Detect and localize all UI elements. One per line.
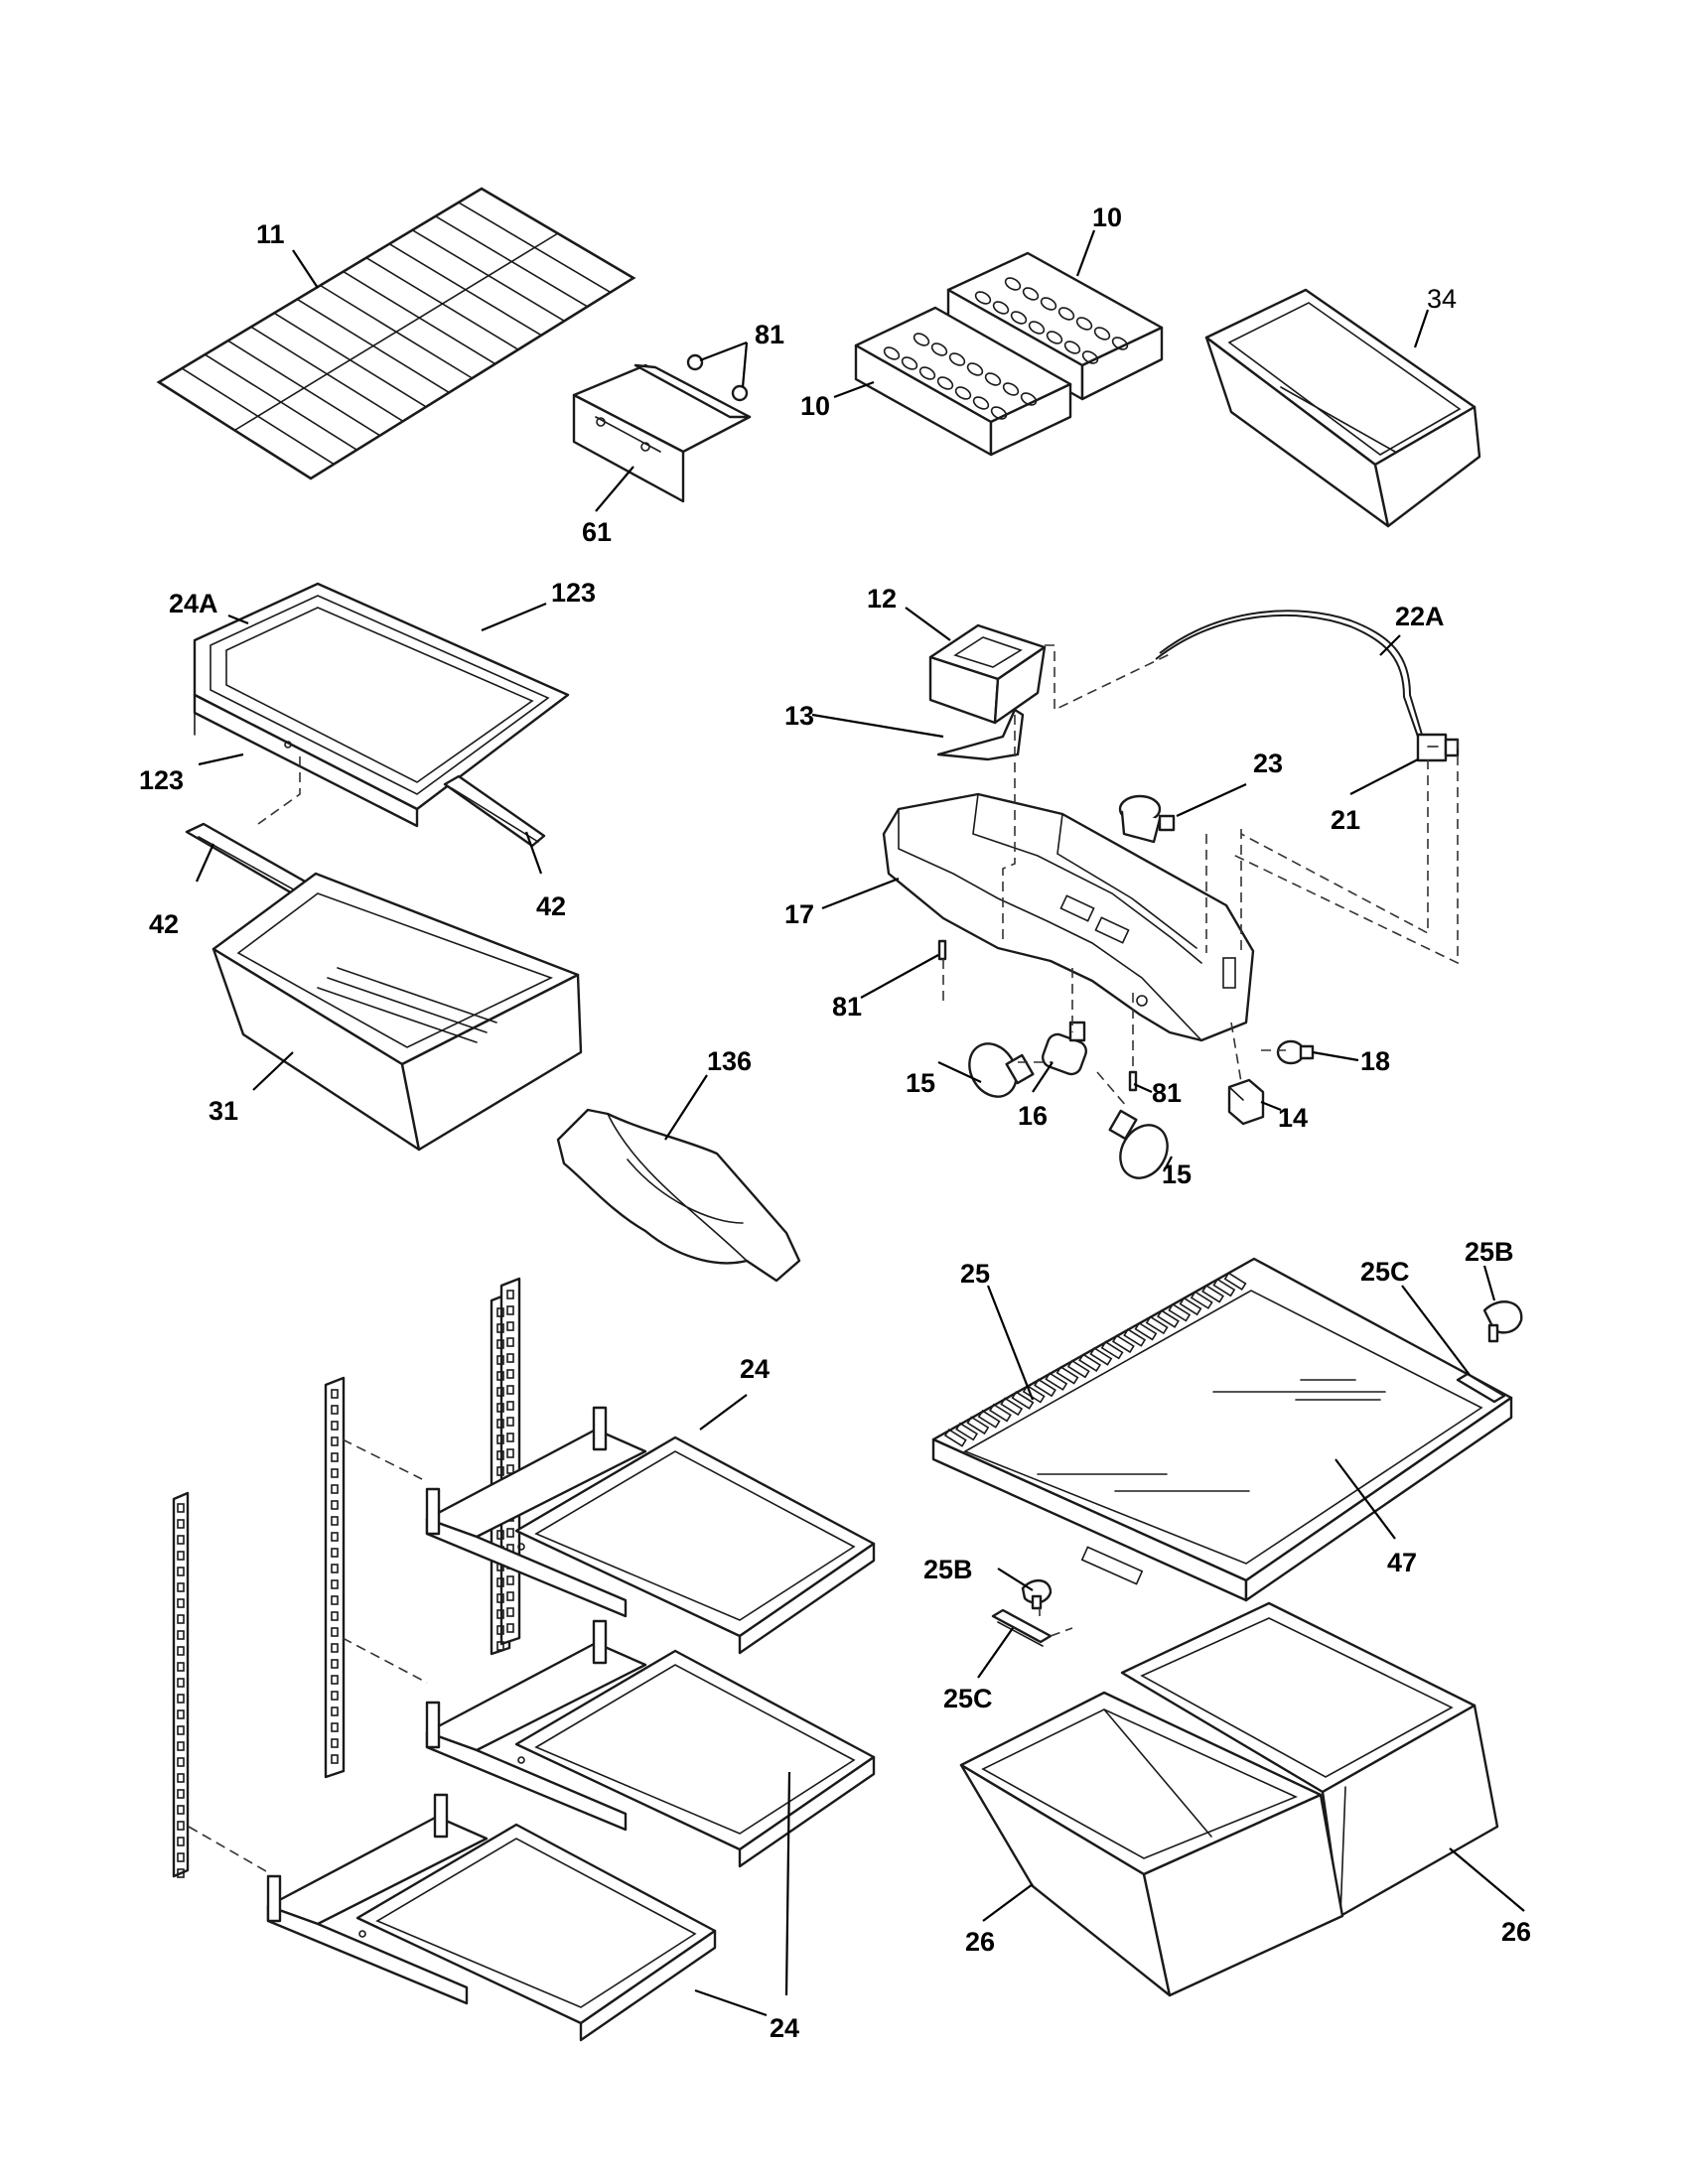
bulb-15-left [968,1042,1035,1098]
callout-21: 21 [1331,805,1360,835]
leader-lines [195,229,1525,2017]
callout-123-top: 123 [551,578,596,608]
callout-34: 34 [1427,284,1457,314]
flapper-13 [936,708,1025,761]
ice-chute-12 [928,623,1047,725]
ice-holder-61 [572,353,752,503]
callout-24-top: 24 [740,1354,770,1384]
glass-shelf-24A [193,582,570,828]
glass-shelf-24-middle [425,1619,876,1868]
callout-13: 13 [784,701,814,731]
ice-tray-10-front [854,306,1072,457]
callout-15-low: 15 [1162,1160,1192,1189]
callout-11: 11 [256,219,285,249]
callout-14: 14 [1278,1103,1308,1133]
bracket-25C-mid [991,1608,1053,1647]
callout-labels: 11 81 61 10 10 34 24A 123 123 42 42 31 1… [139,203,1531,2043]
motor-23 [1118,794,1176,844]
callout-12: 12 [867,584,897,614]
cradle-136 [556,1108,801,1283]
callout-25B-mid: 25B [923,1555,973,1584]
callout-18: 18 [1360,1046,1390,1076]
callout-25C-top: 25C [1360,1257,1410,1287]
screw-81-mid [937,939,947,961]
socket-16 [1042,1021,1087,1076]
callout-23: 23 [1253,749,1283,778]
rail-42-right [443,774,546,848]
switch-14 [1227,1078,1265,1126]
callout-26-left: 26 [965,1927,995,1957]
callout-10-right: 10 [1092,203,1122,232]
glass-shelf-24-bottom [266,1793,717,2042]
callout-136: 136 [707,1046,752,1076]
callout-25C-mid: 25C [943,1684,993,1713]
crisper-drawer-26-left [959,1691,1344,1997]
crisper-drawer-26-right [1120,1601,1499,1918]
crisper-pan-31 [211,872,583,1152]
callout-81-low: 81 [1152,1078,1182,1108]
callout-24-low: 24 [770,2013,799,2043]
clip-25B-mid [1021,1579,1053,1610]
switch-18 [1276,1039,1315,1065]
clip-25B-top [1482,1300,1523,1343]
callout-25B-top: 25B [1465,1237,1514,1267]
callout-22A: 22A [1395,602,1445,631]
callout-16: 16 [1018,1101,1048,1131]
screw-81-low [1128,1070,1138,1092]
callout-42-right: 42 [536,891,566,921]
callout-15-left: 15 [906,1068,935,1098]
wire-harness-22A [1155,610,1423,738]
callout-17: 17 [784,899,814,929]
callout-24A: 24A [169,589,218,618]
callout-25: 25 [960,1259,990,1289]
callout-31: 31 [209,1096,238,1126]
callout-81-mid: 81 [832,992,862,1022]
connector-21 [1416,733,1460,762]
callout-81-top: 81 [755,320,784,349]
wire-shelf-11 [156,187,636,480]
callout-26-right: 26 [1501,1917,1531,1947]
bulb-15-low [1108,1109,1169,1179]
housing-17 [882,792,1255,1042]
callout-42-left: 42 [149,909,179,939]
screw-81-top [686,353,749,402]
callout-47: 47 [1387,1548,1417,1577]
callout-61: 61 [582,517,612,547]
callout-10-left: 10 [800,391,830,421]
shelf-standards [172,1277,521,1878]
assembly-dashed-lines [188,644,1459,1872]
callout-123-left: 123 [139,765,184,795]
crisper-cover-25 [931,1257,1513,1602]
bracket-25C-top [1456,1372,1506,1404]
glass-shelf-24-top [425,1406,876,1655]
ice-bucket-34 [1204,288,1481,528]
